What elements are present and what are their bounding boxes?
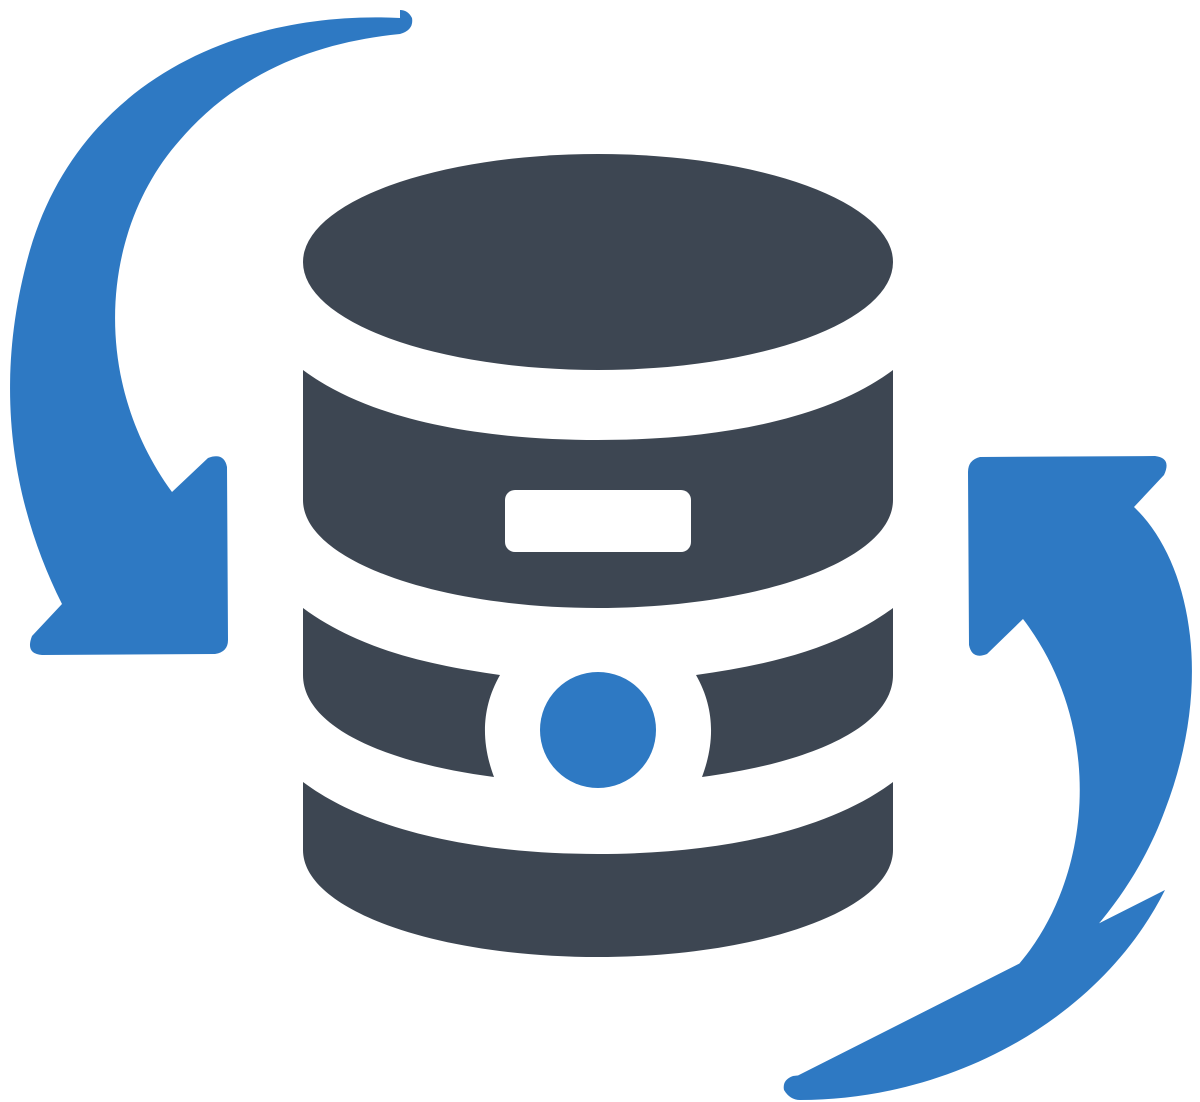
- indicator-dot: [540, 672, 656, 788]
- database-top-disk: [303, 154, 893, 370]
- database-lower-band-left: [303, 608, 500, 777]
- disk-slot: [505, 490, 691, 552]
- database-middle-band: [303, 370, 893, 608]
- arrow-bottom-right-icon: [783, 456, 1192, 1100]
- database-lower-band-right: [696, 608, 893, 777]
- database-bottom-band: [303, 782, 893, 957]
- arrow-top-left-icon: [10, 10, 413, 655]
